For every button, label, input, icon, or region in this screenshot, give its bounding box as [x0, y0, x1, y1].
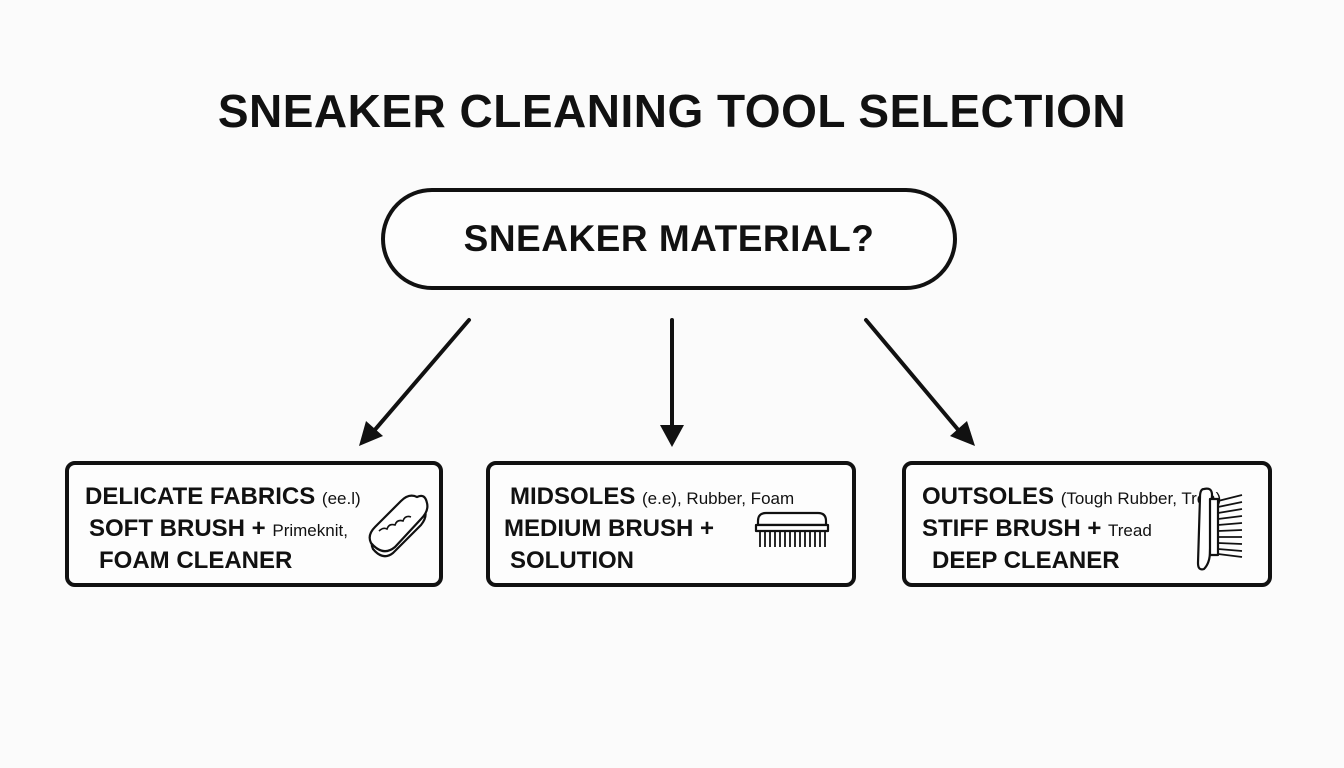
branch-box-midsoles: MIDSOLES (e.e), Rubber, Foam MEDIUM BRUS… — [486, 461, 856, 587]
branch-heading: DELICATE FABRICS (ee.l) — [85, 483, 361, 510]
branch-cleaner: FOAM CLEANER — [99, 547, 293, 574]
stiff-brush-icon — [1196, 487, 1243, 571]
arrow-left — [371, 318, 471, 434]
arrow-center-head — [660, 425, 684, 447]
branch-cleaner: DEEP CLEANER — [932, 547, 1120, 574]
diagram-title: SNEAKER CLEANING TOOL SELECTION — [217, 85, 1127, 137]
branch-heading: OUTSOLES (Tough Rubber, Trea) — [922, 483, 1222, 510]
sponge-icon — [368, 494, 429, 558]
arrow-right-head — [950, 421, 975, 446]
arrow-left-head — [359, 421, 383, 446]
branch-box-outsoles: OUTSOLES (Tough Rubber, Trea) STIFF BRUS… — [902, 461, 1272, 587]
branch-tool: MEDIUM BRUSH + — [504, 515, 715, 542]
branch-tool: STIFF BRUSH + Tread — [922, 515, 1152, 542]
branch-tool: SOFT BRUSH + Primeknit, — [89, 515, 348, 542]
arrow-right — [864, 318, 962, 434]
branch-box-delicate-fabrics: DELICATE FABRICS (ee.l) SOFT BRUSH + Pri… — [65, 461, 443, 587]
decision-node-label: SNEAKER MATERIAL? — [463, 218, 875, 259]
branch-cleaner: SOLUTION — [510, 547, 634, 574]
scrub-brush-icon — [754, 511, 830, 547]
decision-node-material: SNEAKER MATERIAL? — [381, 188, 957, 290]
branch-heading: MIDSOLES (e.e), Rubber, Foam — [510, 483, 795, 510]
